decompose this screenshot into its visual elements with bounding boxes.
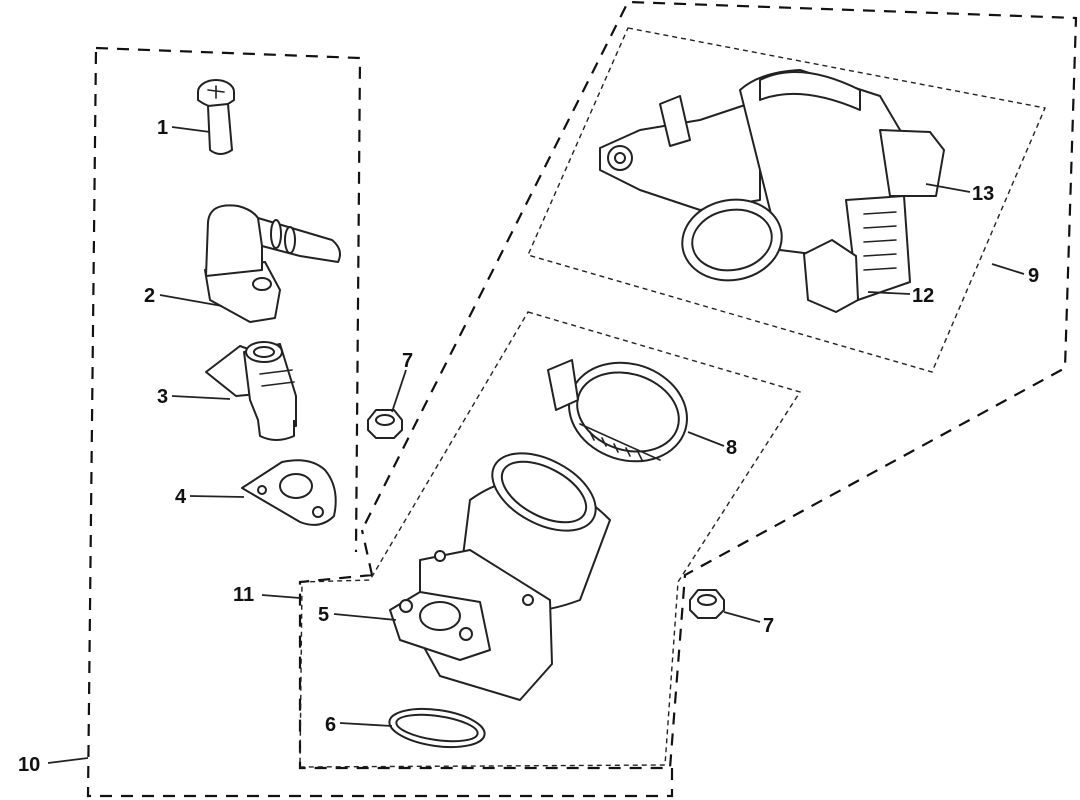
leader-4 <box>189 495 245 498</box>
leader-11 <box>261 594 301 599</box>
part-2-fuel-connector <box>204 204 341 323</box>
leader-6 <box>339 722 393 727</box>
leader-8 <box>687 431 725 447</box>
callout-4: 4 <box>175 486 187 508</box>
leader-9 <box>991 263 1025 275</box>
callout-13: 13 <box>972 183 994 205</box>
callout-1: 1 <box>157 117 168 139</box>
part-6-o-ring <box>388 707 486 749</box>
callout-6: 6 <box>325 714 336 736</box>
part-3-injector <box>205 341 297 441</box>
callout-5: 5 <box>318 604 329 626</box>
leader-7b <box>723 611 761 623</box>
callout-labels: 1 2 3 4 7 8 5 6 7 11 10 9 12 13 <box>18 117 1039 776</box>
callout-11: 11 <box>233 584 254 606</box>
callout-10: 10 <box>18 754 40 776</box>
part-4-spacer-plate <box>241 459 337 526</box>
group-9-outline <box>527 27 1046 373</box>
callout-7-lower: 7 <box>763 615 774 637</box>
callout-7-upper: 7 <box>402 350 413 372</box>
leader-lines <box>47 126 1025 764</box>
leader-12 <box>867 291 911 295</box>
callout-3: 3 <box>157 386 168 408</box>
part-1-screw <box>197 79 235 155</box>
part-7-nut-upper <box>367 409 403 439</box>
leader-13 <box>925 183 971 193</box>
part-5-intake-manifold <box>389 452 611 701</box>
callout-12: 12 <box>912 285 934 307</box>
leader-10 <box>47 757 89 764</box>
callout-8: 8 <box>726 437 737 459</box>
leader-1 <box>171 126 211 133</box>
group-10-outline <box>86 0 1078 798</box>
leader-7a <box>391 369 407 413</box>
part-7-nut-lower <box>689 589 725 619</box>
part-8-hose-clamp <box>547 359 688 463</box>
callout-2: 2 <box>144 285 155 307</box>
part-9-throttle-body <box>599 69 945 313</box>
group-11-outline <box>299 311 802 768</box>
callout-9: 9 <box>1028 265 1039 287</box>
leader-5 <box>333 613 397 621</box>
leader-2 <box>159 294 223 307</box>
leader-3 <box>171 395 231 400</box>
